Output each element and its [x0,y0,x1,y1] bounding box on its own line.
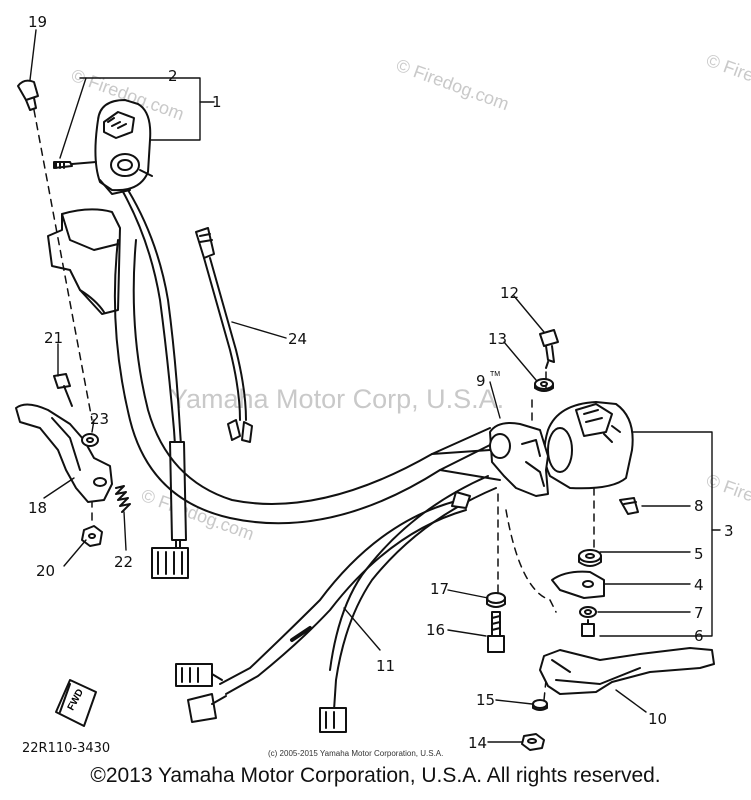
yamaha-watermark: Yamaha Motor Corp, U.S.A. [170,384,504,414]
left-switch-wire [121,189,189,579]
collar-17 [486,592,506,608]
fwd-arrow [55,679,97,727]
handlebar [113,239,501,525]
callout-8: 8 [694,497,704,515]
brake-lever-10 [539,647,715,695]
callout-17: 17 [430,580,449,598]
bolt-12 [539,329,559,369]
callout-4a: 4 [694,576,704,594]
callout-13: 13 [488,330,507,348]
callout-14: 14 [468,734,487,752]
screw-6 [581,619,595,637]
callout-18: 18 [28,499,47,517]
callout-15: 15 [476,691,495,709]
bolt-21 [53,373,73,407]
clutch-switch-24 [195,227,253,443]
firedog-watermark-3: © Firedog.com [704,50,751,109]
firedog-watermark-4: © Firedog.com [139,485,257,544]
callout-23: 23 [90,410,109,428]
callout-5: 5 [694,545,704,563]
callout-10: 10 [648,710,667,728]
small-copyright: (c) 2005-2015 Yamaha Motor Corporation, … [268,749,443,758]
tm-mark: TM [490,371,500,378]
leader-lines [29,29,721,743]
washer-7 [579,606,597,618]
screw-19 [17,79,39,111]
callout-9: 9 [476,372,486,390]
callout-numbers: 19 2 1 12 13 9 TM 24 21 23 18 20 22 8 3 … [28,13,734,752]
bolt-16 [487,611,505,653]
wire-harness-11 [175,475,497,733]
callout-12: 12 [500,284,519,302]
bracket-4 [551,570,605,599]
diagram-code: 22R110-3430 [22,741,110,756]
collar-23 [81,433,99,447]
callout-20: 20 [36,562,55,580]
callout-1: 1 [212,93,222,111]
callout-11: 11 [376,657,395,675]
washer-13 [534,378,554,392]
right-handlebar-switch [543,401,634,490]
master-cylinder-holder-9 [489,422,549,497]
copyright-notice: ©2013 Yamaha Motor Corporation, U.S.A. A… [90,764,661,787]
left-lever-holder [47,208,121,315]
callout-2: 2 [168,67,178,85]
collar-5 [578,549,602,567]
spring-22 [115,485,131,513]
callout-21: 21 [44,329,63,347]
screw-8 [619,497,639,515]
callout-3: 3 [724,522,734,540]
assembly-guides [33,109,595,701]
callout-19: 19 [28,13,47,31]
firedog-watermark-5: © Firedog.com [704,470,751,529]
pin-15 [532,699,548,711]
firedog-watermark-2: © Firedog.com [394,55,512,114]
callout-6a: 6 [694,627,704,645]
callout-16: 16 [426,621,445,639]
screw-2 [53,161,97,169]
left-handlebar-switch [94,99,153,195]
callout-7: 7 [694,604,704,622]
nut-20 [81,525,103,547]
callout-24: 24 [288,330,307,348]
nut-14 [521,733,545,751]
callout-22: 22 [114,553,133,571]
clutch-lever-18 [15,403,113,503]
